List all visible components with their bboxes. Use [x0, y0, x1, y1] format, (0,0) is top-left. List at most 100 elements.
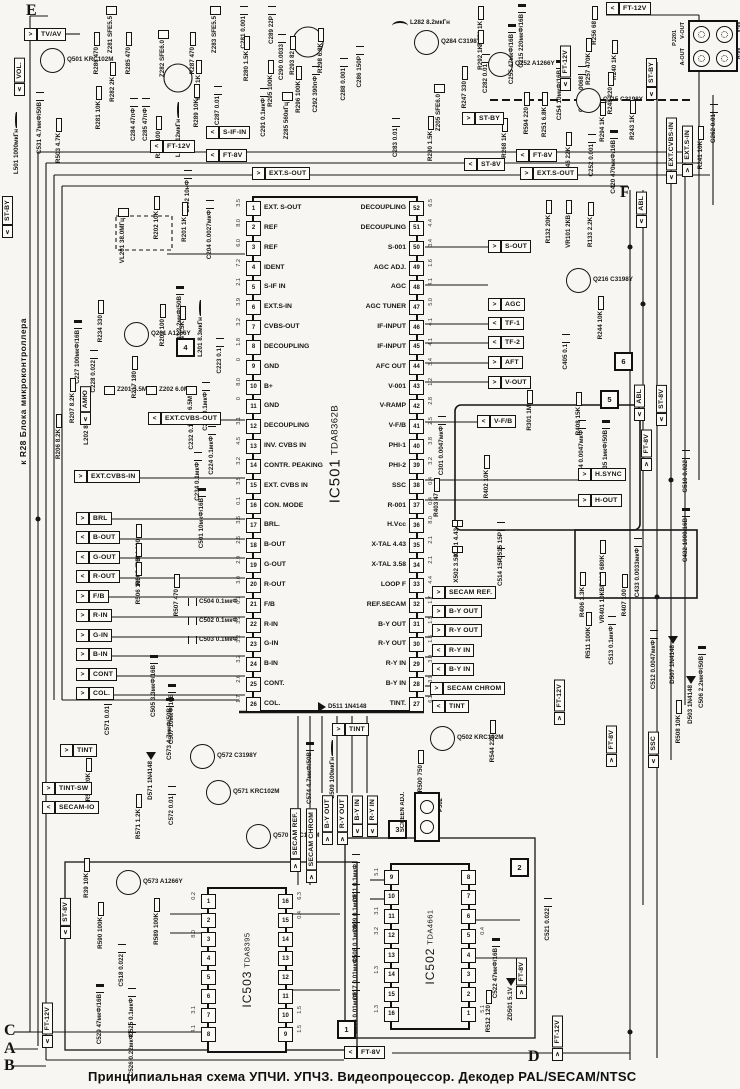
ic-pin-voltage: 0: [236, 357, 242, 361]
component-label: R133 2.2K: [587, 217, 594, 248]
ic-pin-voltage: 4.4: [428, 218, 434, 227]
flag-label: ABL: [636, 192, 647, 215]
component-label: Z282 SFE6.0: [159, 40, 167, 78]
ic-pin-11: 11: [384, 909, 399, 924]
resistor-symbol: [244, 36, 251, 50]
component-label: Q201 A1266Y: [151, 330, 191, 338]
flag-label: B-OUT: [89, 531, 120, 544]
signal-flag-st-8v: ST-8V∨: [60, 898, 71, 939]
ic-pin-16: 16: [384, 1006, 399, 1022]
flag-arrow-icon: ∧: [337, 832, 348, 846]
ic-pin-27: 27: [409, 697, 424, 712]
component-r217: R217 180: [131, 356, 139, 398]
component-label: C291 0.1мкФ: [259, 98, 267, 137]
flag-label: R-Y OUT: [445, 624, 483, 637]
flag-arrow-icon: >: [252, 167, 265, 180]
flag-label: FT-8V: [529, 149, 557, 162]
electrolytic-capacitor-symbol: [198, 488, 206, 497]
component-label: C518 0.022: [117, 954, 125, 987]
component-label: C292 390пФ: [311, 76, 319, 113]
component-c574: C574 4.7мкФ/50В: [306, 742, 314, 804]
electrolytic-capacitor-symbol: [176, 286, 184, 295]
component-r290: R290 1.5K: [427, 116, 435, 161]
component-q573: Q573 A1266Y: [116, 870, 183, 895]
ic-pin-voltage: 2.5: [236, 536, 242, 545]
component-label: L501 1000мкГн: [13, 129, 20, 175]
component-label: R507 470: [173, 589, 180, 617]
resistor-symbol: [94, 32, 101, 46]
transistor-symbol: [576, 88, 601, 113]
resistor-symbol: [98, 300, 105, 314]
ic-pin-1: 1: [201, 894, 216, 909]
ic-pin-voltage: 1.7: [236, 695, 242, 703]
ic-pin-voltage: 2.5: [428, 417, 434, 426]
component-r279: R279 1K: [477, 6, 485, 46]
component-label: C290 0.0033: [277, 44, 285, 81]
signal-flag-tf-2: <TF-2: [488, 336, 525, 349]
resistor-symbol: [434, 478, 441, 492]
component-c521: C521 0.022: [544, 898, 552, 941]
flag-arrow-icon: >: [432, 605, 445, 618]
signal-flag-st-by: >ST-BY: [462, 112, 505, 125]
component-label: R506 100: [135, 577, 142, 605]
ic-pin-voltage: 1.8: [236, 337, 242, 346]
component-c571: C571 0.01: [104, 696, 112, 735]
resistor-symbol: [586, 612, 593, 626]
inductor-symbol: [330, 740, 336, 756]
ic-pin-13: 13: [278, 951, 293, 966]
ic-pin-voltage: 6.3: [297, 892, 303, 900]
component-label: Q502 KRC102M: [457, 734, 504, 742]
component-r508: R508 10K: [675, 700, 683, 743]
component-c515: C515 15P: [497, 522, 505, 560]
capacitor-symbol: [188, 617, 197, 625]
caption: Принципиальная схема УПЧИ. УПЧЗ. Видеопр…: [88, 1069, 637, 1084]
ic-pin-label: CVBS-OUT: [264, 323, 300, 331]
flag-label: AGC: [501, 298, 525, 311]
flag-label: B-Y OUT: [322, 795, 333, 833]
crystal-symbol: [452, 546, 463, 553]
ic-pin-label: IDENT: [264, 263, 285, 271]
flag-label: FT-12V: [560, 46, 571, 78]
flag-arrow-icon: >: [488, 240, 501, 253]
flag-label: COL.: [89, 687, 115, 700]
component-label: R207 8.2K: [69, 393, 76, 424]
component-label: X502 3.58: [453, 554, 461, 583]
flag-arrow-icon: >: [578, 468, 591, 481]
flag-label: R-IN: [89, 609, 112, 622]
component-z283: Z283 SFE5.5: [210, 6, 221, 53]
diode-symbol: [318, 702, 326, 712]
flag-label: F/B: [89, 590, 109, 603]
signal-flag-tf-1: <TF-1: [488, 317, 525, 330]
component-x501: X501 4.43: [452, 520, 463, 557]
component-label: VR101 2КВ: [565, 215, 572, 248]
ic-pin-voltage: 3.9: [236, 298, 242, 306]
component-r589: R589 100K: [153, 898, 161, 945]
ic-part-label: TDA8362B: [329, 404, 341, 456]
flag-label: FT-12V: [552, 1016, 563, 1048]
resistor-symbol: [156, 116, 163, 130]
flag-label: R-OUT: [89, 570, 120, 583]
ic-pin-voltage: 3.2: [236, 655, 242, 664]
ic-pin-14: 14: [384, 967, 399, 983]
component-r203: R203 100: [159, 304, 167, 346]
ic-pin-35: 35: [409, 538, 424, 554]
ic-pin-10: 10: [246, 379, 261, 395]
signal-flag-brl: >BRL: [76, 512, 112, 525]
resistor-symbol: [527, 390, 534, 404]
rca-jack: [693, 49, 710, 67]
transistor-symbol: [246, 824, 271, 849]
component-label: R286 470: [93, 47, 100, 75]
ic-pin-voltage: 4.5: [236, 437, 242, 445]
electrolytic-capacitor-symbol: [150, 655, 158, 664]
component-r511: R511 100K: [585, 612, 593, 659]
component-label: Q571 KRC102M: [233, 788, 280, 796]
flag-label: ST-BY: [475, 112, 505, 125]
signal-flag-ssc: SSC∨: [648, 732, 659, 768]
component-label: Z285 560кГц: [283, 102, 291, 140]
flag-arrow-icon: <: [206, 126, 219, 139]
component-label: R407 100: [621, 589, 628, 617]
inductor-symbol: [176, 102, 182, 118]
component-r289: R289 10K: [193, 84, 201, 127]
ic-pin-label: PHI-2: [388, 461, 406, 469]
